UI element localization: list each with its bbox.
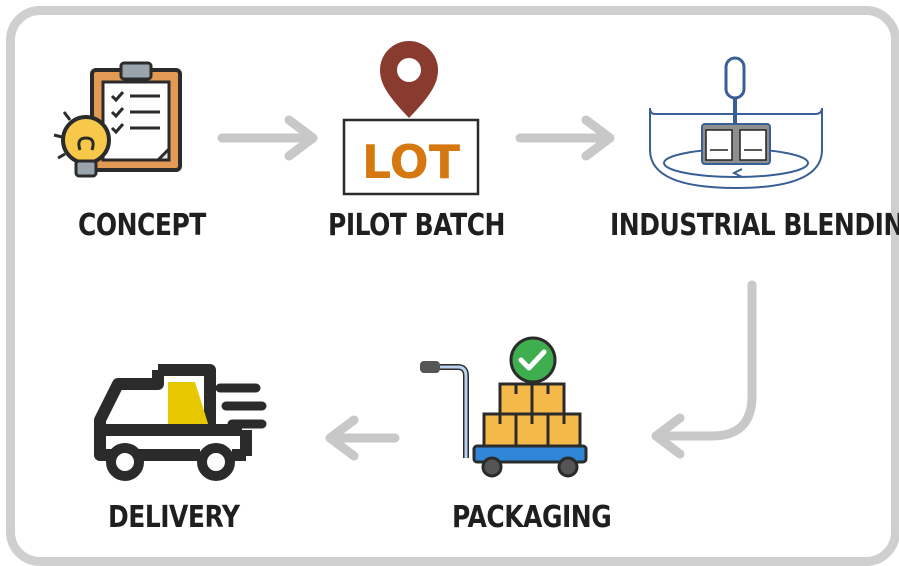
delivery-truck-icon: [94, 364, 267, 481]
step-label-pilot-batch: PILOT BATCH: [328, 206, 505, 243]
arrow-concept-to-pilot-batch: [217, 115, 318, 161]
step-label-concept: CONCEPT: [78, 206, 206, 243]
hand-truck-boxes-icon: [420, 336, 588, 478]
lot-text: LOT: [362, 135, 461, 189]
clipboard-lightbulb-icon: [53, 61, 182, 178]
lot-location-pin-icon: LOT: [342, 41, 480, 196]
step-label-delivery: DELIVERY: [108, 498, 240, 535]
arrow-packaging-to-delivery: [325, 415, 400, 461]
step-label-packaging: PACKAGING: [452, 498, 612, 535]
step-label-industrial-blending: INDUSTRIAL BLENDING: [610, 206, 899, 243]
blending-tank-icon: [649, 56, 823, 190]
arrow-pilot-batch-to-industrial-blending: [515, 115, 615, 161]
arrow-industrial-blending-to-packaging: [651, 280, 757, 459]
